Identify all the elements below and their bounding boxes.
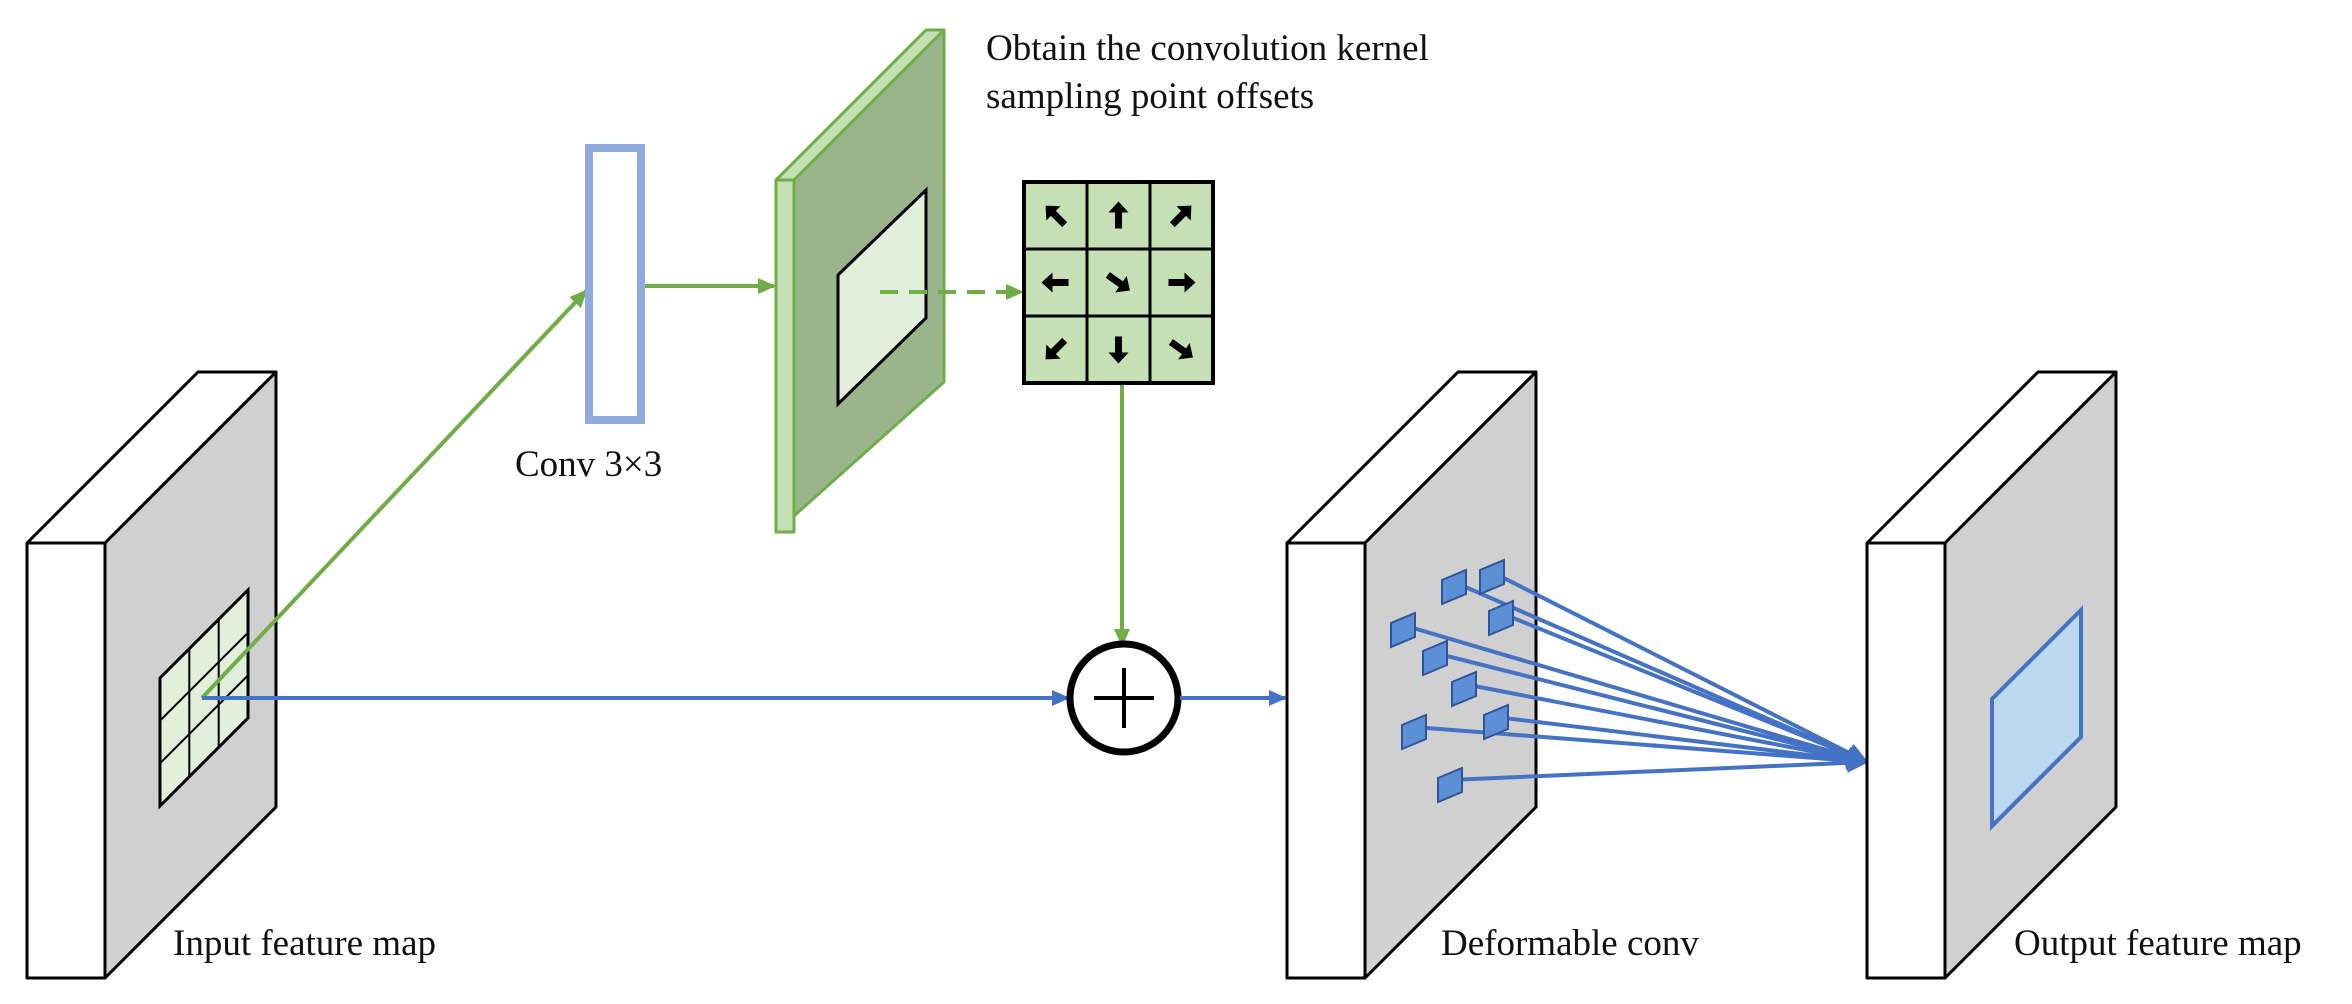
- sampling-ray: [1434, 651, 1869, 767]
- sampling-point: [1390, 611, 1416, 649]
- offset-field: [774, 28, 946, 534]
- arrow-input-to-conv: [200, 289, 588, 700]
- label-deformable-conv: Deformable conv: [1441, 923, 1699, 964]
- label-conv: Conv 3×3: [515, 444, 662, 485]
- conv-3x3-box: [585, 144, 645, 424]
- sampling-point: [1479, 558, 1505, 596]
- sampling-point: [1437, 766, 1463, 804]
- sampling-point: [1422, 639, 1448, 677]
- sampling-ray: [1463, 682, 1869, 769]
- sampling-point: [1488, 599, 1514, 637]
- label-offsets-line2: sampling point offsets: [986, 76, 1314, 117]
- sampling-ray: [1491, 570, 1869, 764]
- sampling-point: [1441, 568, 1467, 606]
- sampling-ray: [1495, 715, 1869, 770]
- sampling-ray: [1449, 752, 1869, 782]
- offset-field-window: [836, 186, 928, 408]
- plus-operator: [1066, 640, 1182, 756]
- sampling-ray: [1500, 611, 1869, 764]
- label-output-feature-map: Output feature map: [2014, 923, 2302, 964]
- deformable-conv-map: [1285, 370, 1538, 980]
- sampling-point: [1451, 670, 1477, 708]
- sampling-point: [1483, 703, 1509, 741]
- output-window: [1990, 605, 2083, 831]
- sampling-ray: [1402, 623, 1869, 766]
- label-offsets-line1: Obtain the convolution kernel: [986, 28, 1429, 69]
- label-input-feature-map: Input feature map: [173, 923, 436, 964]
- offset-grid: [1022, 180, 1215, 385]
- deformed-sampling-points: [1390, 558, 1869, 804]
- sampling-point: [1401, 713, 1427, 751]
